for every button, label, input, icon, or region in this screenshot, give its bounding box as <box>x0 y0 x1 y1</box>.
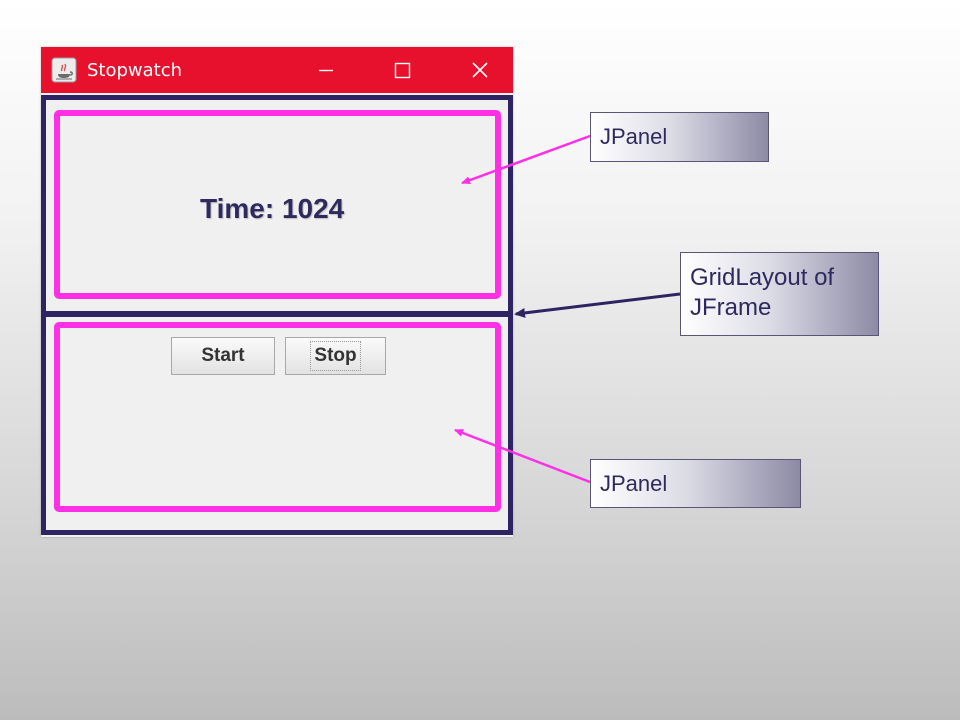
time-label: Time: 1024 <box>200 193 345 224</box>
callout-top-jpanel: JPanel <box>590 112 769 162</box>
start-button[interactable]: Start <box>171 337 275 375</box>
window-title: Stopwatch <box>87 60 183 81</box>
bottom-jpanel: Start Stop <box>54 322 501 512</box>
stop-button-label: Stop <box>310 341 361 371</box>
stopwatch-window: Stopwatch Time: 1024 Start Stop <box>41 47 513 537</box>
gridlayout-divider <box>41 311 513 317</box>
callout-gridlayout: GridLayout of JFrame <box>680 252 879 336</box>
window-titlebar[interactable]: Stopwatch <box>41 47 513 93</box>
maximize-icon[interactable] <box>387 55 417 85</box>
close-icon[interactable] <box>465 55 495 85</box>
callout-bottom-jpanel: JPanel <box>590 459 801 508</box>
stop-button[interactable]: Stop <box>285 337 386 375</box>
arrow-gridlayout <box>514 292 681 318</box>
java-app-icon <box>51 57 77 83</box>
top-jpanel: Time: 1024 <box>54 110 501 299</box>
minimize-icon[interactable] <box>311 55 341 85</box>
